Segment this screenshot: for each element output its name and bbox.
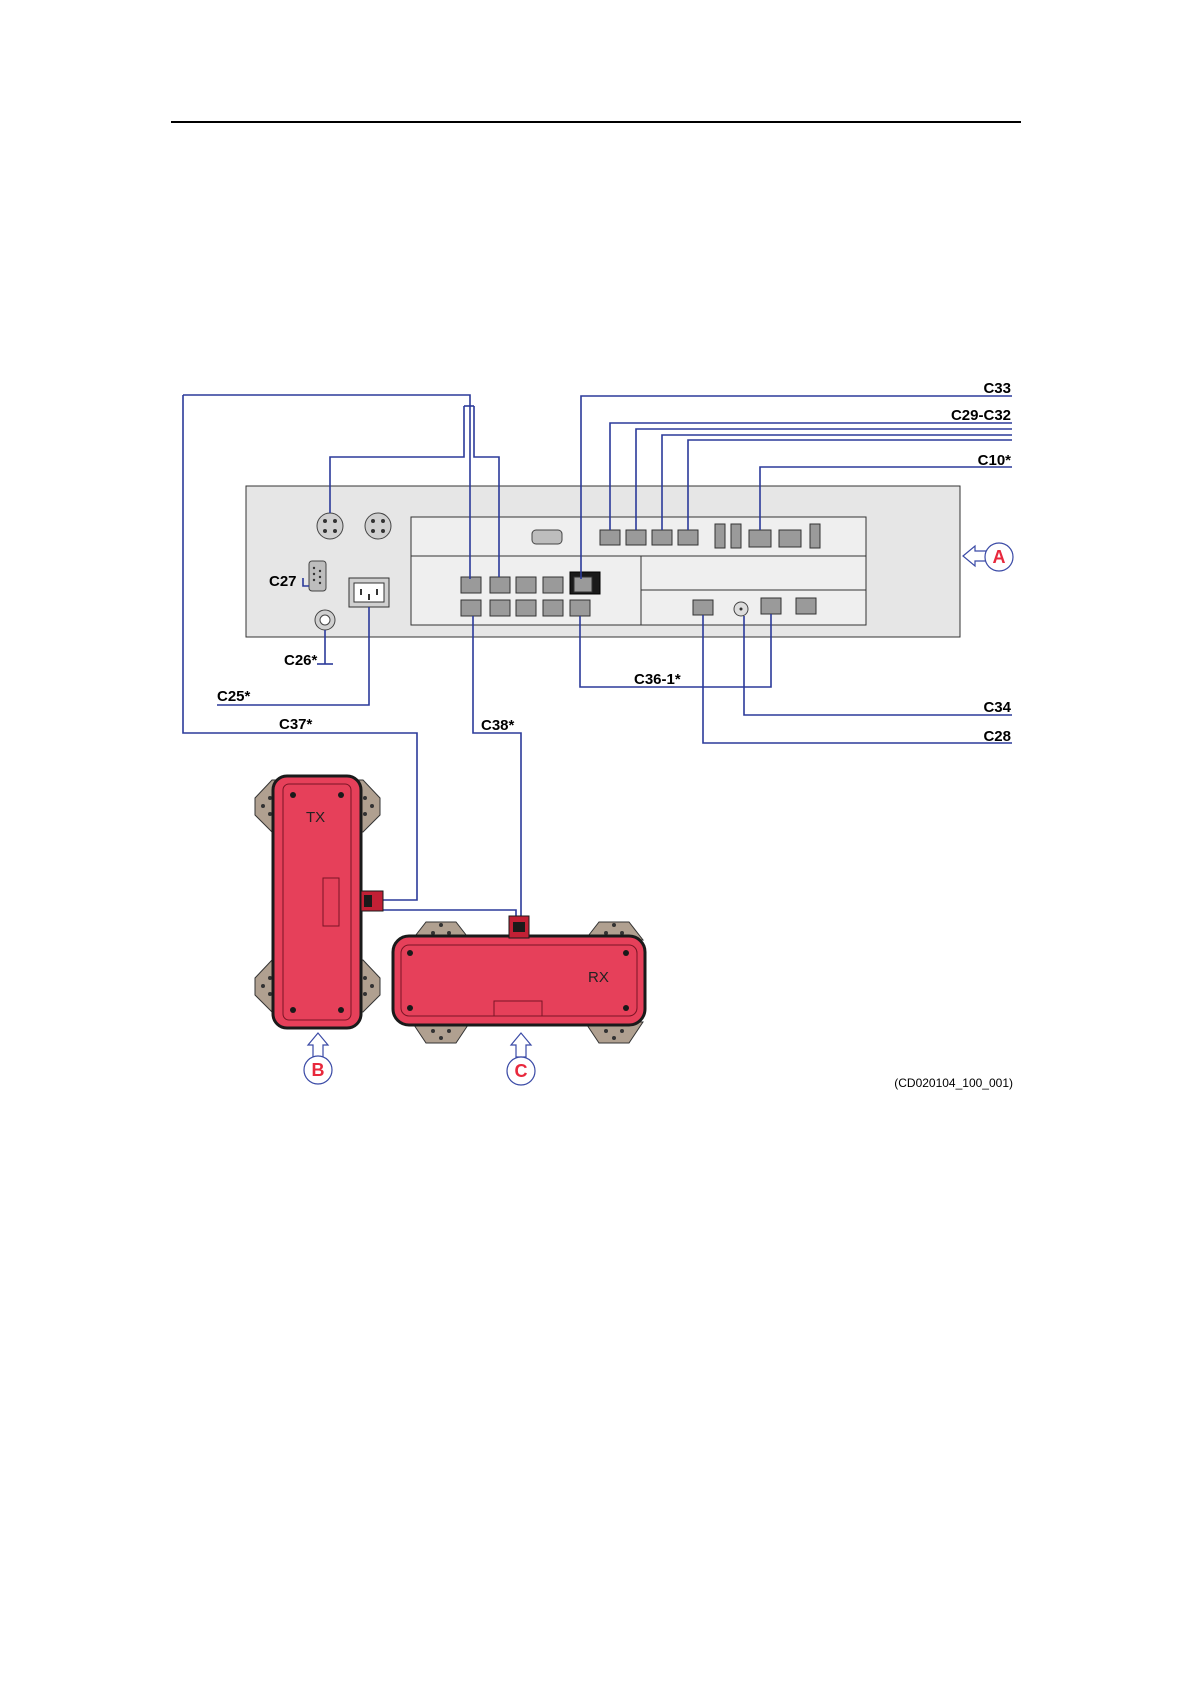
tx-unit: TX bbox=[255, 776, 383, 1028]
callout-b: B bbox=[304, 1033, 332, 1084]
label-c10: C10* bbox=[978, 452, 1012, 469]
label-c33: C33 bbox=[983, 380, 1011, 397]
callout-b-label: B bbox=[312, 1060, 325, 1080]
callout-a: A bbox=[963, 543, 1013, 571]
label-c26: C26* bbox=[284, 652, 318, 669]
processing-unit bbox=[246, 486, 960, 637]
tx-label: TX bbox=[306, 809, 325, 826]
label-c38: C38* bbox=[481, 717, 515, 734]
dsub-port bbox=[532, 530, 562, 544]
round-connector-2 bbox=[365, 513, 391, 539]
power-inlet-c25 bbox=[349, 578, 389, 607]
rx-label: RX bbox=[588, 969, 609, 986]
label-c25: C25* bbox=[217, 688, 251, 705]
label-c29-c32: C29-C32 bbox=[951, 407, 1011, 424]
label-c27: C27 bbox=[269, 573, 297, 590]
label-c28: C28 bbox=[983, 728, 1011, 745]
callout-c-label: C bbox=[515, 1061, 528, 1081]
wire-c38 bbox=[473, 616, 521, 916]
round-connector-1 bbox=[317, 513, 343, 539]
callout-c: C bbox=[507, 1033, 535, 1085]
label-c37: C37* bbox=[279, 716, 313, 733]
rx-unit: RX bbox=[393, 916, 645, 1043]
lower-right-board bbox=[641, 556, 866, 590]
callout-a-label: A bbox=[993, 547, 1006, 567]
ground-stud-c26 bbox=[315, 610, 335, 630]
label-c36-1: C36-1* bbox=[634, 671, 681, 688]
figure-id: (CD020104_100_001) bbox=[894, 1076, 1013, 1090]
rx-connector bbox=[509, 916, 529, 938]
serial-port-c27 bbox=[309, 561, 326, 591]
label-c34: C34 bbox=[983, 699, 1011, 716]
tx-connector bbox=[361, 891, 383, 911]
lower-right-io-board bbox=[641, 590, 866, 625]
wire-c38-tx bbox=[375, 910, 516, 916]
